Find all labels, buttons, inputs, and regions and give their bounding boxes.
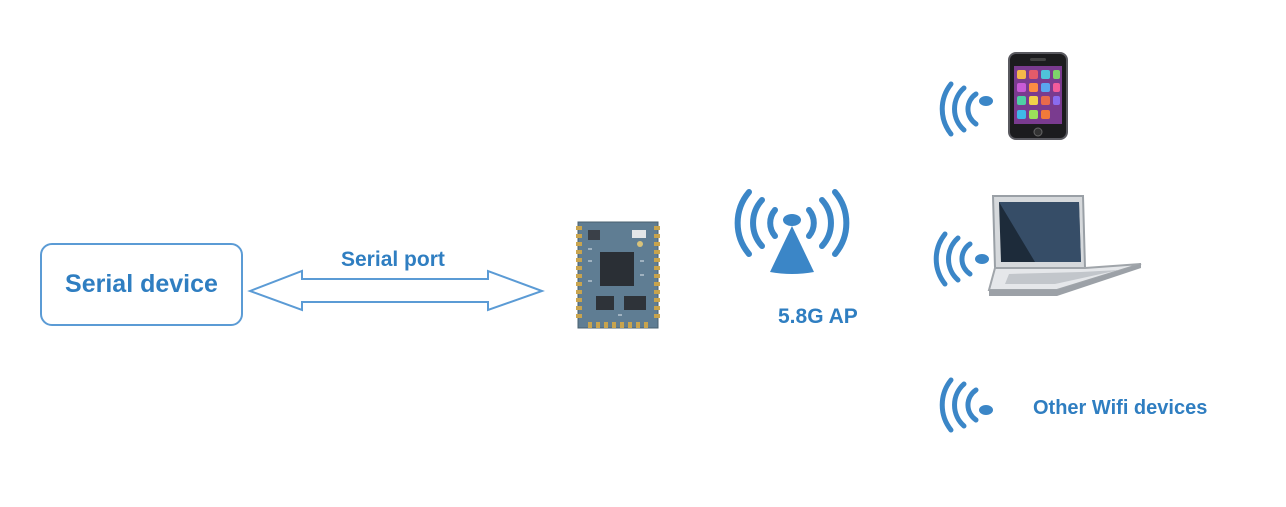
smartphone-icon bbox=[1008, 52, 1068, 140]
laptop-icon bbox=[987, 195, 1142, 296]
ap-antenna-icon bbox=[734, 189, 850, 274]
wifi-signal-icon bbox=[939, 81, 993, 137]
wifi-signal-icon bbox=[939, 377, 993, 433]
wifi-signal-icon bbox=[933, 231, 989, 287]
other-wifi-devices-label: Other Wifi devices bbox=[1033, 397, 1208, 419]
serial-port-label: Serial port bbox=[341, 248, 445, 271]
ap-label: 5.8G AP bbox=[778, 305, 858, 328]
serial-device-label: Serial device bbox=[65, 270, 218, 298]
wifi-module-icon bbox=[576, 221, 660, 329]
serial-device-box: Serial device bbox=[40, 243, 243, 326]
